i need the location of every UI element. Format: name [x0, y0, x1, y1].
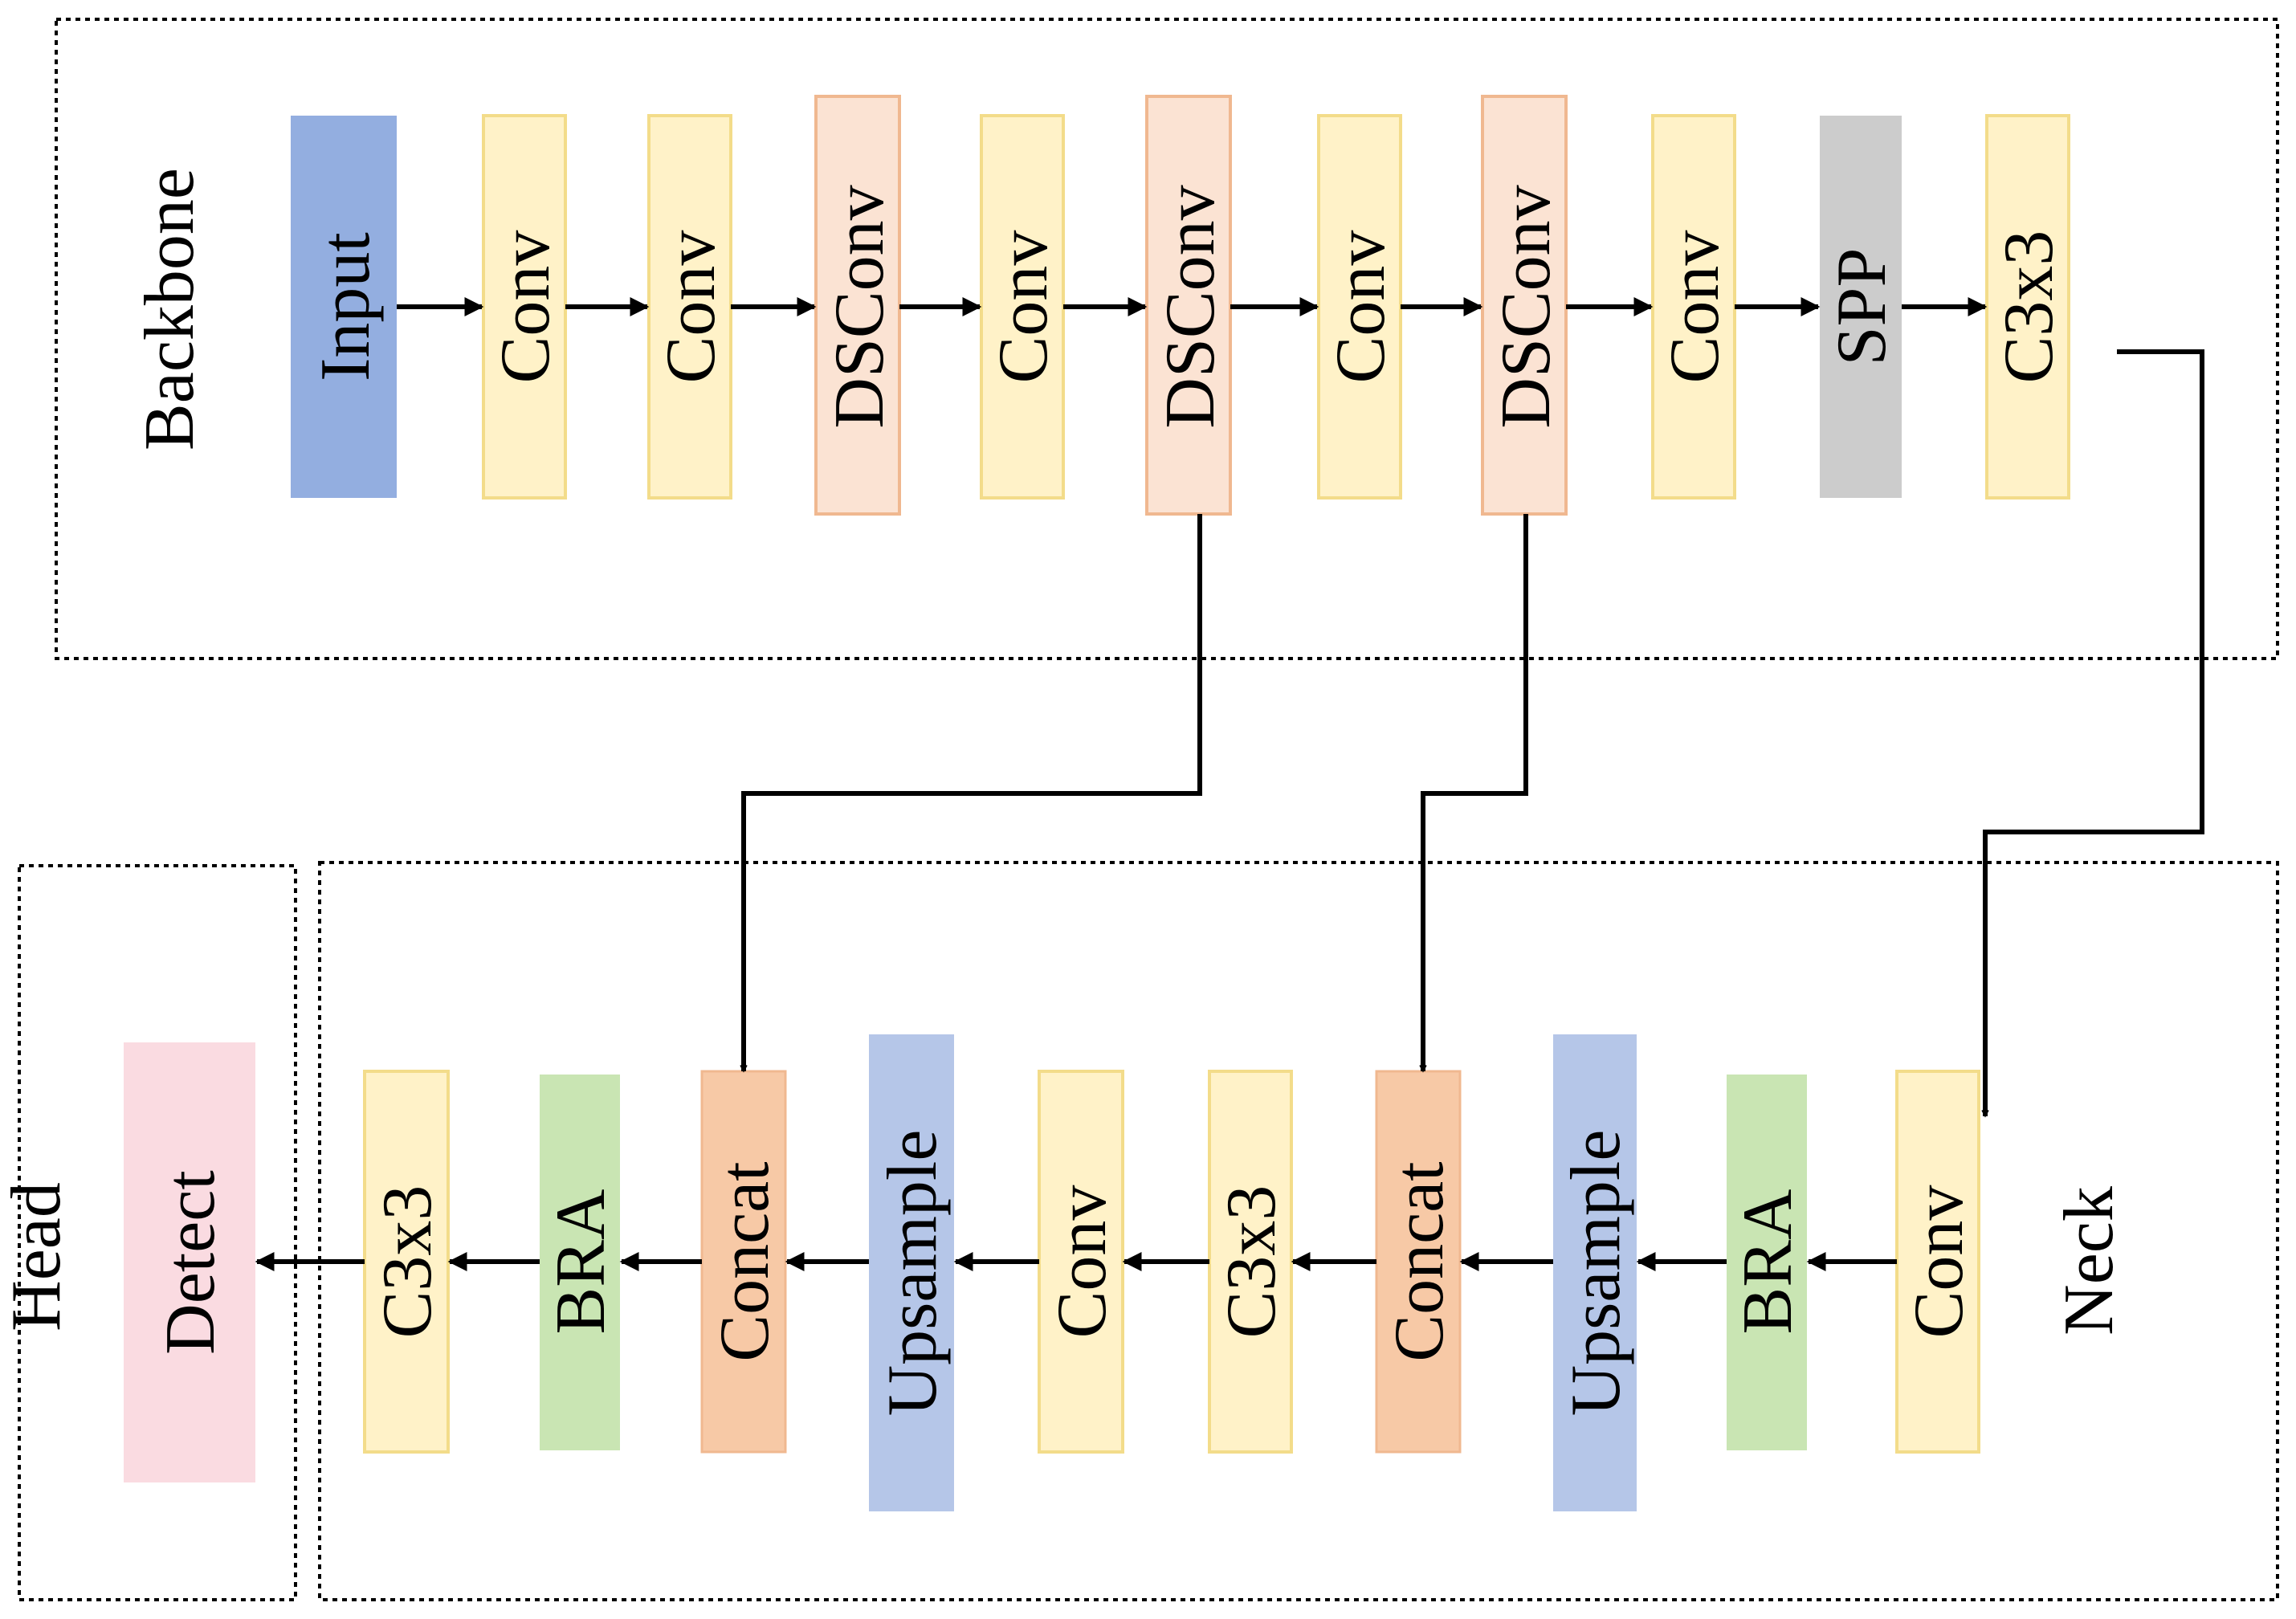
neck-block-upsample-2: Upsample — [869, 1034, 954, 1511]
block-label: C3x3 — [369, 1185, 447, 1339]
skip-arrow-dsconv-3-to-concat-1 — [1423, 514, 1528, 1071]
neck-block-concat-2: Concat — [700, 1070, 787, 1454]
skip-arrow-c3x3-to-neck-conv — [1985, 349, 2204, 1116]
block-label: Input — [307, 232, 385, 381]
block-label: Conv — [487, 230, 565, 384]
block-label: DSConv — [1487, 185, 1565, 428]
backbone-block-dsconv-1: DSConv — [814, 95, 901, 516]
neck-block-concat-1: Concat — [1375, 1070, 1462, 1454]
backbone-block-conv-3: Conv — [980, 114, 1065, 500]
neck-block-conv-2: Conv — [1038, 1070, 1124, 1454]
neck-block-upsample-1: Upsample — [1553, 1034, 1637, 1511]
block-label: SPP — [1823, 248, 1901, 366]
backbone-block-conv-4: Conv — [1317, 114, 1402, 500]
neck-block-conv-1: Conv — [1895, 1070, 1980, 1454]
block-label: Conv — [1656, 230, 1734, 384]
neck-block-bra-1: BRA — [1727, 1075, 1807, 1450]
block-label: Upsample — [874, 1130, 952, 1417]
head-block-detect: Detect — [124, 1042, 255, 1482]
skip-arrow-dsconv-2-to-concat-2 — [744, 514, 1202, 1071]
backbone-block-conv-5: Conv — [1651, 114, 1736, 500]
head-label: Head — [0, 1182, 75, 1331]
backbone-block-dsconv-2: DSConv — [1145, 95, 1232, 516]
block-label: Conv — [1900, 1185, 1978, 1339]
block-label: Conv — [985, 230, 1062, 384]
backbone-block-spp: SPP — [1820, 116, 1902, 498]
block-label: DSConv — [1152, 185, 1230, 428]
block-label: Conv — [1322, 230, 1400, 384]
neck-block-c3x3-out: C3x3 — [363, 1070, 450, 1454]
backbone-block-conv-1: Conv — [482, 114, 567, 500]
block-label: Concat — [1380, 1161, 1458, 1361]
backbone-block-dsconv-3: DSConv — [1481, 95, 1568, 516]
block-label: Upsample — [1557, 1130, 1635, 1417]
block-label: Detect — [152, 1170, 230, 1355]
neck-label: Neck — [2050, 1186, 2128, 1336]
block-label: Concat — [706, 1161, 784, 1361]
block-label: Conv — [652, 230, 730, 384]
block-label: BRA — [1729, 1189, 1807, 1335]
neck-block-c3x3: C3x3 — [1208, 1070, 1293, 1454]
backbone-block-conv-2: Conv — [647, 114, 732, 500]
neck-frame — [318, 861, 2279, 1601]
block-label: C3x3 — [1990, 230, 2068, 384]
backbone-frame — [55, 18, 2279, 660]
block-label: BRA — [542, 1189, 620, 1335]
block-label: DSConv — [821, 185, 899, 428]
block-label: C3x3 — [1213, 1185, 1291, 1339]
head-frame — [18, 864, 297, 1601]
neck-block-bra-2: BRA — [540, 1075, 620, 1450]
block-label: Conv — [1043, 1185, 1121, 1339]
backbone-block-c3x3: C3x3 — [1985, 114, 2070, 500]
backbone-block-input: Input — [291, 116, 397, 498]
backbone-label: Backbone — [131, 168, 209, 451]
